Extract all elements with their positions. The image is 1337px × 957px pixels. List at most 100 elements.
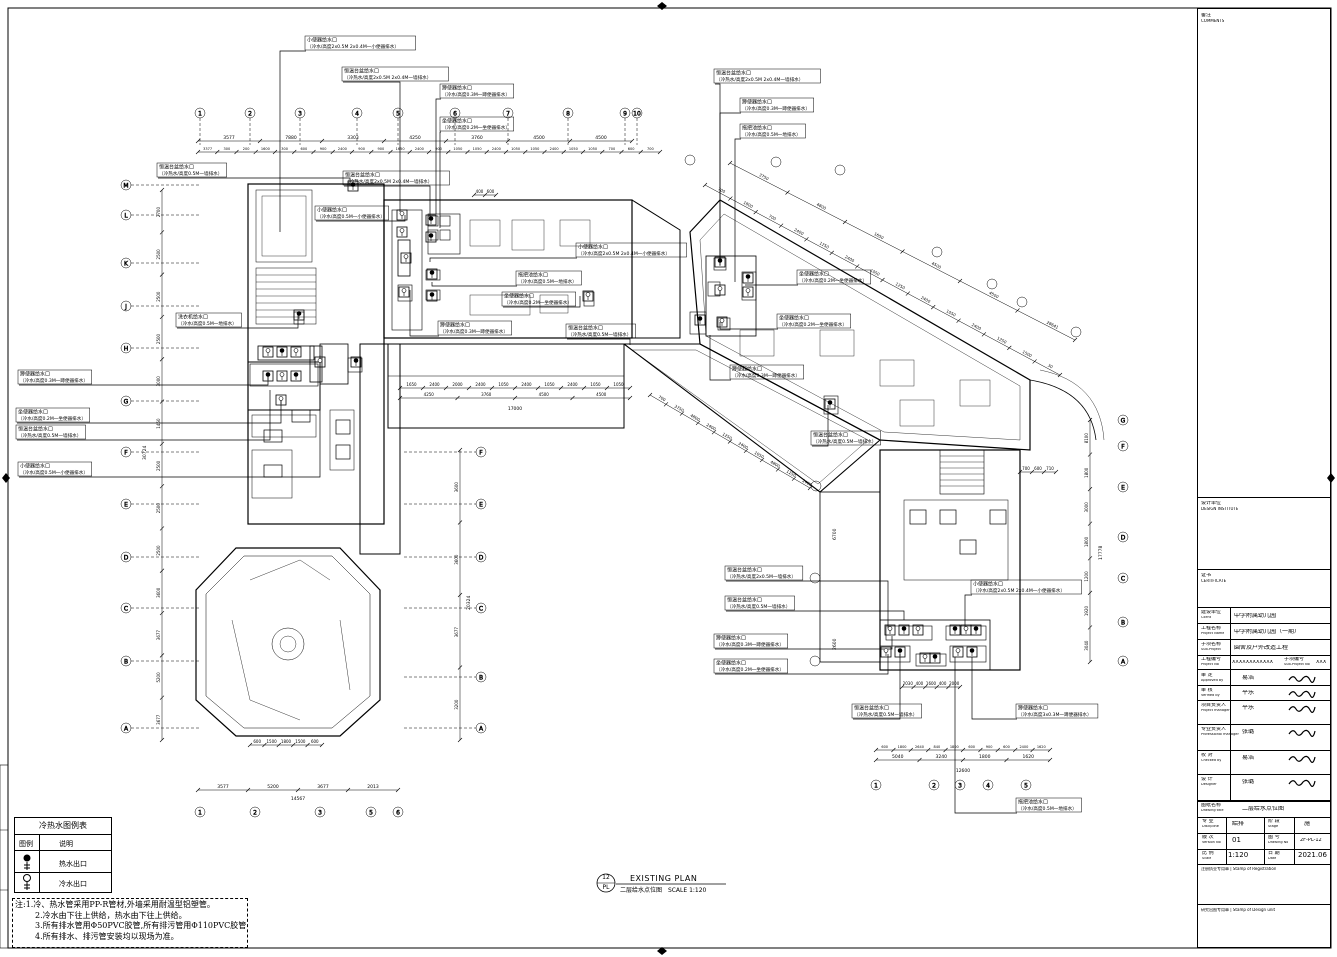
callout-desc: （冷水/高度2x0.5M 2x0.4M一小便器排水） (307, 43, 399, 50)
cold-water-outlet-icon (317, 358, 323, 363)
cold-water-outlet-icon (915, 626, 921, 631)
fixture-box (290, 346, 302, 358)
callout-leader (439, 131, 441, 228)
grid-label-bottom-right: 3 (958, 783, 962, 790)
dimension-value: 1050 (530, 147, 539, 151)
cold-water-outlet-icon (278, 396, 284, 401)
grid-label-top: 10 (633, 111, 641, 118)
hot-water-outlet-icon (969, 648, 975, 653)
callout-box (439, 83, 514, 99)
dimension-value: 900 (378, 147, 385, 151)
right-toilet-room (879, 619, 991, 671)
date-label: 日 期 (1268, 851, 1280, 856)
grid-bubble-diag (931, 246, 943, 258)
dimension-value: 700 (657, 394, 667, 402)
tb-person-name: 易浩 (1242, 675, 1255, 681)
fixture-box (398, 286, 410, 298)
notes-prefix: 注: (15, 900, 26, 909)
grid-label-top: 6 (453, 111, 457, 118)
grid-label-top: 5 (396, 111, 400, 118)
dimension-value: 1620 (1023, 754, 1035, 760)
date-value: 2021.06 (1298, 852, 1327, 859)
grid-bubble-diag (1070, 326, 1082, 338)
grid-label-left: J (124, 304, 127, 311)
dimension-value: 3600 (454, 482, 459, 493)
callout-box (565, 323, 636, 339)
cold-water-outlet-icon (887, 626, 893, 631)
signature-icon (1288, 727, 1316, 737)
tb-person-name: 张璐 (1242, 729, 1255, 735)
hot-water-outlet-icon (296, 311, 302, 316)
tb-role: 项目负责人 (1201, 703, 1227, 708)
grid-label-right: C (1121, 576, 1125, 583)
cold-water-outlet-icon (403, 254, 409, 259)
tb-row-label: 子项名称 (1201, 642, 1222, 647)
callout-box (724, 595, 795, 611)
legend-item-hot: 热水出口 (59, 860, 87, 868)
tb-row-label-en: Sub-Project (1201, 648, 1221, 651)
octagon-hall (195, 547, 381, 737)
dimension-value: 1500 (1021, 349, 1033, 358)
dimension-value: 2030 (903, 681, 914, 686)
dimension-value: 2500 (156, 291, 161, 302)
callout-title: 小便器给水口 (20, 463, 50, 470)
callout-box (739, 123, 806, 139)
dimension-value: 2400 (1019, 745, 1028, 749)
fixture-box (426, 290, 438, 302)
callout-box (851, 703, 922, 719)
callout-leader (715, 636, 893, 650)
center-mark-left (2, 473, 10, 483)
callout-title: 小便器给水口 (578, 244, 608, 251)
callout-box (15, 424, 86, 440)
fixture-box (293, 309, 305, 321)
hot-water-outlet-icon (428, 216, 434, 221)
drawing-title-label: 图纸名称 (1201, 803, 1222, 808)
dimension-value: 600 (301, 147, 308, 151)
callout-leaders (17, 50, 1017, 814)
project-no-en: Project No (1201, 663, 1219, 666)
callout-title: 拖把池给水口 (1018, 799, 1048, 806)
grid-label-bottom-right: 4 (986, 783, 990, 790)
tb-role-en: Verified by (1201, 694, 1220, 697)
left-wing-wall (247, 183, 385, 525)
dimension-value: 1600 (261, 147, 270, 151)
drawing-no-value: 2F-PL-12 (1300, 838, 1322, 843)
dimension-value: 3040 (1084, 640, 1089, 651)
callout-desc: （冷水/高度3x0.3M一蹲便器排水） (1018, 711, 1092, 718)
callout-leader (812, 405, 829, 447)
fixture-box (912, 624, 924, 636)
right-stair (939, 449, 985, 495)
grid-bubble-bottom-right (982, 779, 994, 791)
grid-bubble-bottom-right (1020, 779, 1032, 791)
dimension-value: 200 (243, 147, 250, 151)
callout-box (175, 312, 242, 328)
dimension-value: 4500 (539, 392, 550, 397)
callout-leader (971, 657, 1017, 720)
callout-box (156, 162, 227, 178)
dimension-total: 17778 (1098, 546, 1104, 560)
cold-water-outlet-icon (955, 648, 961, 653)
drawing-title-value: 二层给水点位图 (1242, 806, 1285, 812)
dimension-value: 2000 (452, 382, 463, 387)
dimension-value: 900 (358, 147, 365, 151)
callout-desc: （冷水/高度2x0.5M 2x0.4M一小便器排水） (973, 587, 1065, 594)
dimension-value: 4250 (409, 135, 421, 141)
callout-box (341, 66, 449, 82)
scale-label: 比 例 (1202, 851, 1214, 856)
scale-en: Scale (1202, 857, 1212, 860)
grid-label-top: 2 (248, 111, 252, 118)
dimension-total: 30724 (142, 446, 148, 460)
design-unit-stamp-label: 研究出图专用章 | Stamp of Design unit (1201, 908, 1276, 912)
water-legend: 冷热水图例表 图例 说明 热水出口 冷水出口 (14, 817, 112, 893)
fixture-box (714, 284, 726, 296)
grid-label-left: F (124, 450, 128, 457)
grid-label-top: 8 (566, 111, 570, 118)
hot-water-outlet-icon (429, 292, 435, 297)
grid-bubble-diag (986, 278, 998, 290)
callout-box (810, 430, 881, 446)
grid-label-left: E (124, 502, 128, 509)
grid-bubble-bottom (365, 806, 377, 818)
floor-plan (195, 183, 1105, 737)
legend-item-cold: 冷水出口 (59, 880, 87, 888)
dimension-value: 1450 (156, 418, 161, 429)
